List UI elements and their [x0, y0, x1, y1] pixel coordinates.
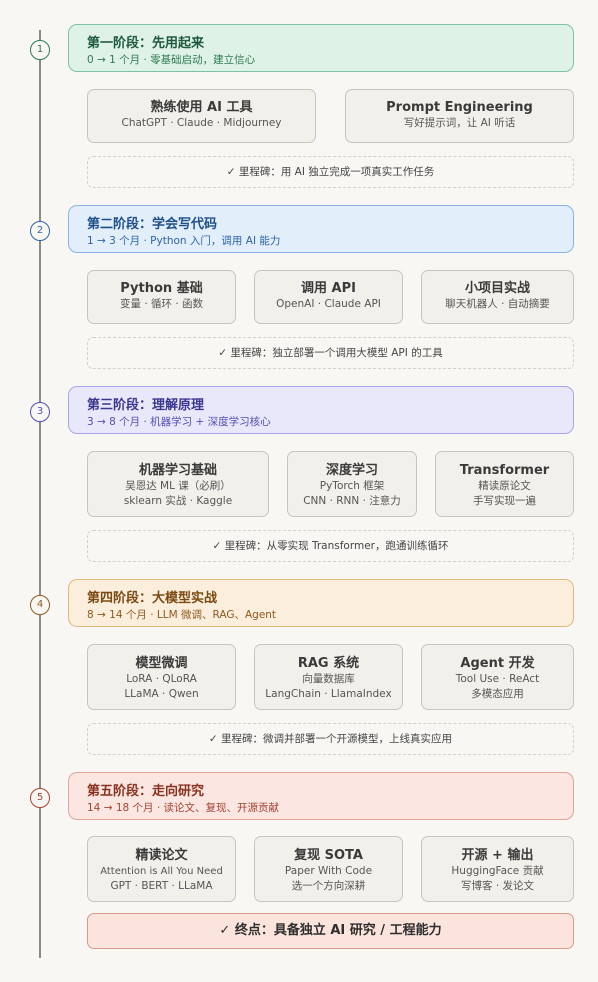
stage-4-title: 第四阶段：大模型实战	[87, 591, 218, 606]
card-title: 模型微调	[135, 656, 188, 671]
endpoint-goal: ✓ 终点：具备独立 AI 研究 / 工程能力	[87, 913, 574, 949]
card-title: RAG 系统	[297, 656, 360, 671]
card-line: 写博客 · 发论文	[460, 880, 534, 892]
card-deep-learning: 深度学习 PyTorch 框架 CNN · RNN · 注意力	[287, 451, 417, 517]
card-title: 复现 SOTA	[294, 848, 363, 863]
card-line: 精读原论文	[478, 480, 531, 492]
card-title: 熟练使用 AI 工具	[150, 100, 253, 115]
card-title: Agent 开发	[460, 656, 535, 671]
card-read-papers: 精读论文 Attention is All You Need GPT · BER…	[87, 836, 236, 902]
stage-4-milestone: ✓ 里程碑：微调并部署一个开源模型，上线真实应用	[87, 723, 574, 755]
card-line: 手写实现一遍	[473, 495, 536, 507]
card-rag-system: RAG 系统 向量数据库 LangChain · LlamaIndex	[254, 644, 403, 710]
stage-4-subtitle: 8 → 14 个月 · LLM 微调、RAG、Agent	[87, 609, 277, 621]
card-line: 多模态应用	[471, 688, 524, 700]
card-fine-tuning: 模型微调 LoRA · QLoRA LLaMA · Qwen	[87, 644, 236, 710]
card-line: LangChain · LlamaIndex	[265, 688, 392, 700]
card-line: LoRA · QLoRA	[126, 673, 197, 685]
stage-2-milestone: ✓ 里程碑：独立部署一个调用大模型 API 的工具	[87, 337, 574, 369]
stage-3-subtitle: 3 → 8 个月 · 机器学习 + 深度学习核心	[87, 416, 271, 428]
card-title: 机器学习基础	[138, 463, 217, 478]
card-line: PyTorch 框架	[319, 480, 385, 492]
stage-5-title: 第五阶段：走向研究	[87, 784, 205, 799]
stage-2-header: 第二阶段：学会写代码 1 → 3 个月 · Python 入门，调用 AI 能力	[68, 205, 574, 253]
card-title: Python 基础	[120, 281, 203, 296]
card-transformer: Transformer 精读原论文 手写实现一遍	[435, 451, 574, 517]
card-reproduce-sota: 复现 SOTA Paper With Code 选一个方向深耕	[254, 836, 403, 902]
card-title: 小项目实战	[464, 281, 530, 296]
stage-3-header: 第三阶段：理解原理 3 → 8 个月 · 机器学习 + 深度学习核心	[68, 386, 574, 434]
card-line: 吴恩达 ML 课（必刷）	[125, 480, 231, 492]
card-line: sklearn 实战 · Kaggle	[123, 495, 233, 507]
stage-2-subtitle: 1 → 3 个月 · Python 入门，调用 AI 能力	[87, 235, 281, 247]
card-line: 向量数据库	[302, 673, 355, 685]
card-title: 精读论文	[135, 848, 188, 863]
card-line: ChatGPT · Claude · Midjourney	[121, 117, 282, 129]
stage-5-subtitle: 14 → 18 个月 · 读论文、复现、开源贡献	[87, 802, 280, 814]
stage-1-title: 第一阶段：先用起来	[87, 36, 205, 51]
card-call-api: 调用 API OpenAI · Claude API	[254, 270, 403, 324]
card-title: 调用 API	[301, 281, 356, 296]
card-title: 开源 + 输出	[461, 848, 534, 863]
stage-1-header: 第一阶段：先用起来 0 → 1 个月 · 零基础启动，建立信心	[68, 24, 574, 72]
card-line: Tool Use · ReAct	[455, 673, 540, 685]
card-title: Transformer	[459, 463, 550, 478]
stage-3-milestone: ✓ 里程碑：从零实现 Transformer，跑通训练循环	[87, 530, 574, 562]
stage-5-header: 第五阶段：走向研究 14 → 18 个月 · 读论文、复现、开源贡献	[68, 772, 574, 820]
stage-3-title: 第三阶段：理解原理	[87, 398, 205, 413]
card-line: 选一个方向深耕	[291, 880, 366, 892]
card-small-projects: 小项目实战 聊天机器人 · 自动摘要	[421, 270, 574, 324]
stage-5-number-circle: 5	[30, 788, 50, 808]
card-line: 聊天机器人 · 自动摘要	[445, 298, 550, 310]
card-line: HuggingFace 贡献	[451, 865, 544, 877]
stage-2-title: 第二阶段：学会写代码	[87, 217, 218, 232]
card-title: Prompt Engineering	[386, 100, 533, 115]
card-title: 深度学习	[325, 463, 378, 478]
card-python-basics: Python 基础 变量 · 循环 · 函数	[87, 270, 236, 324]
timeline-line	[39, 30, 41, 958]
card-line: 写好提示词，让 AI 听话	[403, 117, 516, 129]
card-open-source-output: 开源 + 输出 HuggingFace 贡献 写博客 · 发论文	[421, 836, 574, 902]
stage-4-header: 第四阶段：大模型实战 8 → 14 个月 · LLM 微调、RAG、Agent	[68, 579, 574, 627]
stage-2-number-circle: 2	[30, 221, 50, 241]
card-line: CNN · RNN · 注意力	[303, 495, 401, 507]
stage-1-subtitle: 0 → 1 个月 · 零基础启动，建立信心	[87, 54, 256, 66]
stage-4-number-circle: 4	[30, 595, 50, 615]
card-line: 变量 · 循环 · 函数	[119, 298, 204, 310]
card-ml-basics: 机器学习基础 吴恩达 ML 课（必刷） sklearn 实战 · Kaggle	[87, 451, 269, 517]
stage-1-number-circle: 1	[30, 40, 50, 60]
stage-3-number-circle: 3	[30, 402, 50, 422]
card-agent-dev: Agent 开发 Tool Use · ReAct 多模态应用	[421, 644, 574, 710]
card-line: GPT · BERT · LLaMA	[110, 880, 213, 892]
card-line: LLaMA · Qwen	[124, 688, 199, 700]
card-line: OpenAI · Claude API	[276, 298, 381, 310]
card-line: Paper With Code	[284, 865, 373, 877]
stage-1-milestone: ✓ 里程碑：用 AI 独立完成一项真实工作任务	[87, 156, 574, 188]
card-prompt-engineering: Prompt Engineering 写好提示词，让 AI 听话	[345, 89, 574, 143]
card-ai-tools: 熟练使用 AI 工具 ChatGPT · Claude · Midjourney	[87, 89, 316, 143]
card-line: Attention is All You Need	[100, 866, 223, 877]
